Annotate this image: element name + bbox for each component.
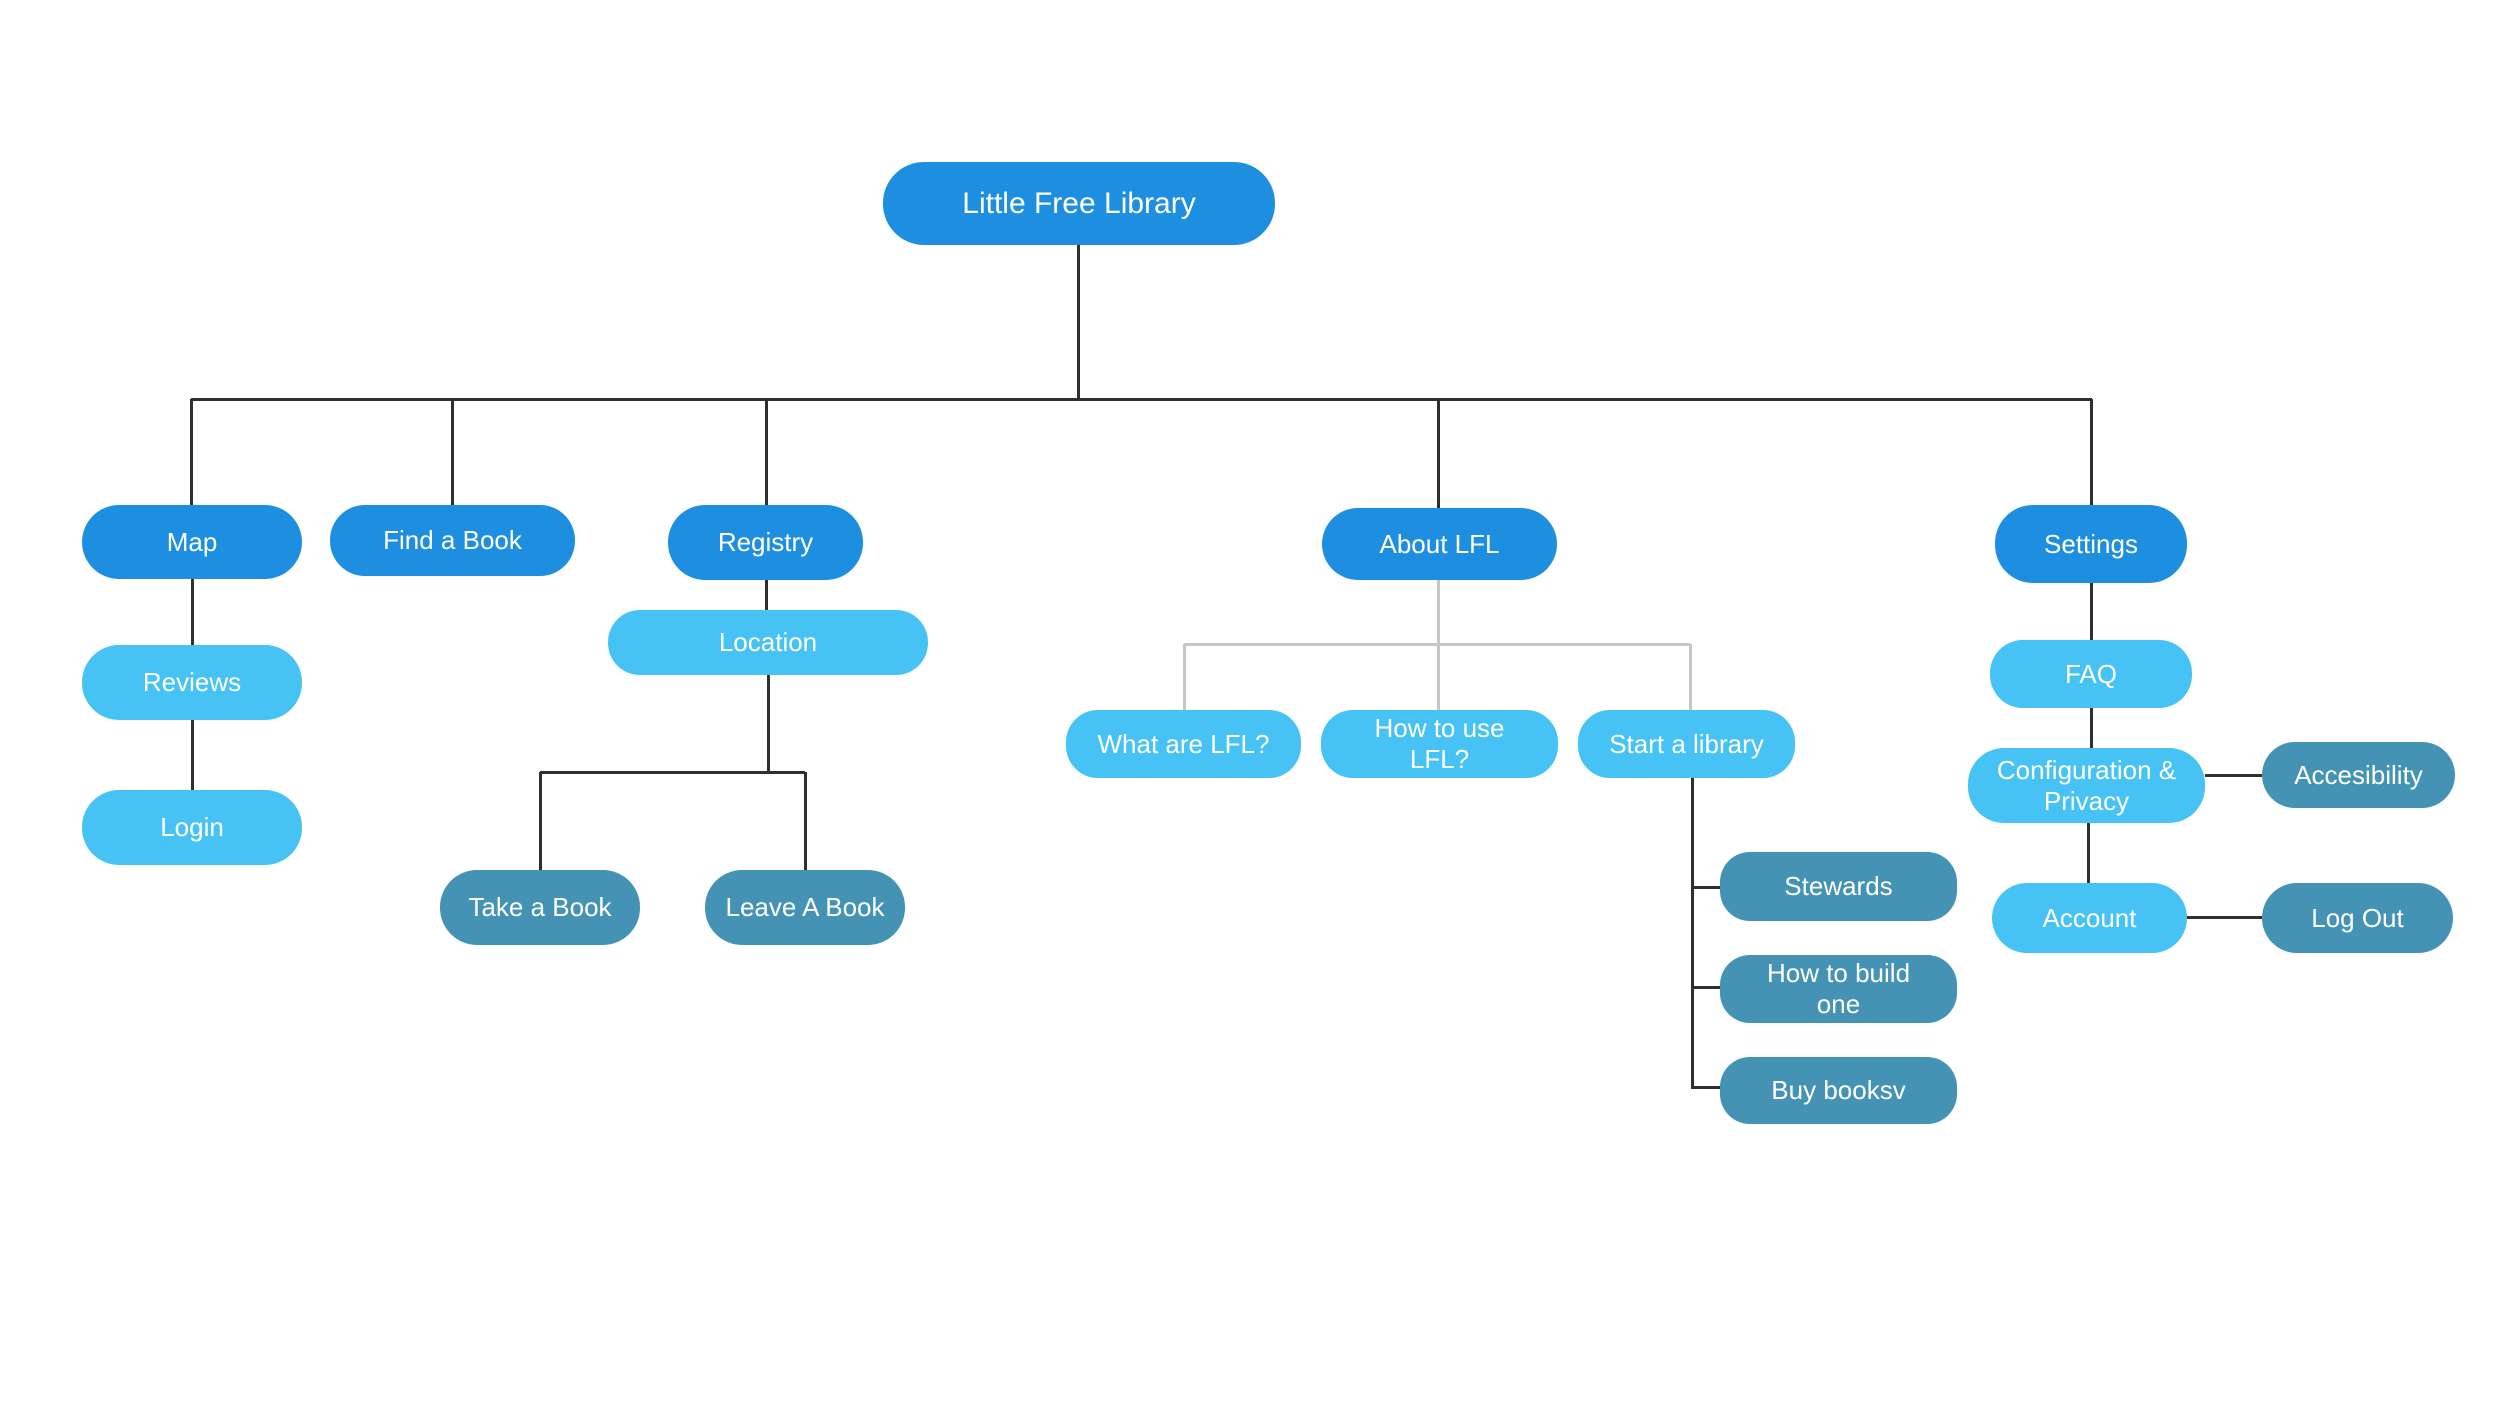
connector-drop-how-to-use <box>1436 644 1440 710</box>
connector-drop-what-are-lfl <box>1182 644 1186 710</box>
connector-location-riser <box>766 675 770 772</box>
connector-settings-faq <box>2089 583 2093 640</box>
connector-title-drop <box>1076 245 1080 399</box>
configuration-privacy-node[interactable]: Configuration & Privacy <box>1968 748 2205 823</box>
connector-drop-settings <box>2089 399 2093 505</box>
buy-booksv-node[interactable]: Buy booksv <box>1720 1057 1957 1124</box>
connector-drop-take-a-book <box>538 772 542 870</box>
connector-configuration-accesibility <box>2205 773 2262 777</box>
connector-drop-start-a-library <box>1688 644 1692 710</box>
connector-drop-map <box>189 399 193 505</box>
start-a-library-node[interactable]: Start a library <box>1578 710 1795 778</box>
connector-stub-how-to-build <box>1692 985 1720 989</box>
map-node[interactable]: Map <box>82 505 302 579</box>
connector-takeleave-horizontal <box>540 770 805 774</box>
reviews-node[interactable]: Reviews <box>82 645 302 720</box>
connector-drop-find-a-book <box>450 399 454 505</box>
connector-drop-about-lfl <box>1436 399 1440 508</box>
what-are-lfl-node[interactable]: What are LFL? <box>1066 710 1301 778</box>
registry-node[interactable]: Registry <box>668 505 863 580</box>
connector-faq-configuration <box>2089 708 2093 748</box>
how-to-use-lfl-node[interactable]: How to use LFL? <box>1321 710 1558 778</box>
connector-about-down <box>1436 580 1440 644</box>
about-lfl-node[interactable]: About LFL <box>1322 508 1557 580</box>
connector-map-reviews <box>190 578 194 645</box>
faq-node[interactable]: FAQ <box>1990 640 2192 708</box>
take-a-book-node[interactable]: Take a Book <box>440 870 640 945</box>
accesibility-node[interactable]: Accesibility <box>2262 742 2455 808</box>
connector-main-horizontal <box>191 397 2092 401</box>
connector-stub-stewards <box>1692 885 1720 889</box>
little-free-library-node[interactable]: Little Free Library <box>883 162 1275 245</box>
connector-stub-buy-booksv <box>1692 1085 1720 1089</box>
connector-configuration-account <box>2086 823 2090 883</box>
connector-reviews-login <box>190 720 194 790</box>
connector-drop-registry <box>764 399 768 505</box>
find-a-book-node[interactable]: Find a Book <box>330 505 575 576</box>
log-out-node[interactable]: Log Out <box>2262 883 2453 953</box>
leave-a-book-node[interactable]: Leave A Book <box>705 870 905 945</box>
account-node[interactable]: Account <box>1992 883 2187 953</box>
connector-account-logout <box>2187 915 2262 919</box>
how-to-build-one-node[interactable]: How to build one <box>1720 955 1957 1023</box>
stewards-node[interactable]: Stewards <box>1720 852 1957 921</box>
location-node[interactable]: Location <box>608 610 928 675</box>
login-node[interactable]: Login <box>82 790 302 865</box>
settings-node[interactable]: Settings <box>1995 505 2187 583</box>
connector-start-library-trunk <box>1690 778 1694 1089</box>
connector-registry-location <box>764 580 768 610</box>
connector-drop-leave-a-book <box>803 772 807 870</box>
